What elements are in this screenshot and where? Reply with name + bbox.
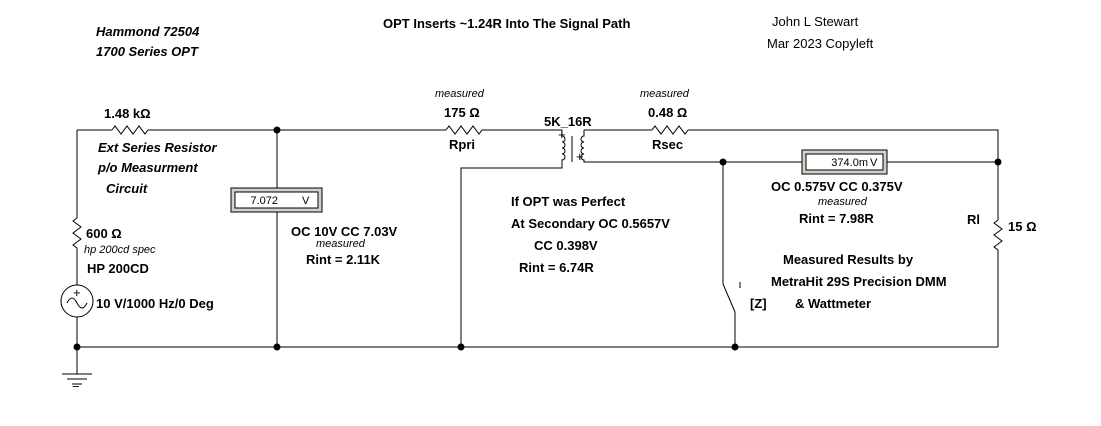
primary-oc-cc: OC 10V CC 7.03V (291, 224, 398, 239)
generator-name: HP 200CD (87, 261, 149, 276)
meter-secondary-unit: V (870, 157, 878, 169)
junction-dot (457, 343, 465, 351)
rsec-value: 0.48 Ω (648, 105, 687, 120)
secondary-oc-cc: OC 0.575V CC 0.375V (771, 179, 903, 194)
junction-dot (73, 343, 81, 351)
meter-primary-unit: V (302, 195, 310, 207)
rsec-note: measured (640, 88, 690, 100)
perfect-line-3: CC 0.398V (534, 238, 598, 253)
title-left-1: Hammond 72504 (96, 24, 200, 39)
rsec-name: Rsec (652, 137, 683, 152)
transformer-primary-coil (460, 135, 566, 347)
results-line-3: & Wattmeter (795, 296, 871, 311)
xfmr-name: 5K_16R (544, 114, 592, 129)
xfmr-secondary-plus: + (576, 149, 584, 164)
primary-measured: measured (316, 238, 366, 250)
results-line-2: MetraHit 29S Precision DMM (771, 274, 947, 289)
resistor-rl (993, 219, 1003, 347)
resistor-rsec (651, 125, 689, 135)
switch-label: [Z] (750, 296, 767, 311)
perfect-line-2: At Secondary OC 0.5657V (511, 216, 670, 231)
source-plus: + (73, 285, 81, 300)
author: John L Stewart (772, 14, 859, 29)
rpri-value: 175 Ω (444, 105, 480, 120)
rl-name: Rl (967, 212, 980, 227)
switch-blade (722, 283, 736, 313)
date: Mar 2023 Copyleft (767, 36, 874, 51)
resistor-600 (72, 217, 82, 285)
primary-rint: Rint = 2.11K (306, 252, 381, 267)
meter-secondary-reading: 374.0m (831, 157, 868, 169)
generator-value: 10 V/1000 Hz/0 Deg (96, 296, 214, 311)
meter-primary-reading: 7.072 (250, 195, 278, 207)
r-ext-note-3: Circuit (106, 181, 148, 196)
r-ext-note-2: p/o Measurment (97, 160, 198, 175)
r-ext-value: 1.48 kΩ (104, 106, 151, 121)
wire-rpri-xfmr (482, 129, 563, 136)
secondary-rint: Rint = 7.98R (799, 211, 874, 226)
r-src-value: 600 Ω (86, 226, 122, 241)
wire-rsec-right (688, 129, 999, 220)
voltmeter-secondary: 374.0m V (801, 149, 888, 175)
ac-source-wave (66, 297, 88, 309)
resistor-rpri (445, 125, 483, 135)
junction-dot (994, 158, 1002, 166)
title-left-2: 1700 Series OPT (96, 44, 199, 59)
junction-dot (273, 126, 281, 134)
xfmr-primary-plus: + (558, 127, 566, 142)
rl-value: 15 Ω (1008, 219, 1037, 234)
secondary-measured: measured (818, 196, 868, 208)
junction-dot (719, 158, 727, 166)
r-src-note: hp 200cd spec (84, 244, 156, 256)
rpri-name: Rpri (449, 137, 475, 152)
title-center: OPT Inserts ~1.24R Into The Signal Path (383, 16, 630, 31)
junction-dot (273, 343, 281, 351)
perfect-line-4: Rint = 6.74R (519, 260, 594, 275)
results-line-1: Measured Results by (783, 252, 914, 267)
perfect-line-1: If OPT was Perfect (511, 194, 626, 209)
voltmeter-primary: 7.072 V (230, 187, 323, 213)
r-ext-note-1: Ext Series Resistor (98, 140, 217, 155)
ground-symbol (62, 373, 92, 385)
resistor-r-ext (111, 125, 149, 135)
transformer-secondary-coil (580, 130, 998, 163)
rpri-note: measured (435, 88, 485, 100)
junction-dot (731, 343, 739, 351)
ground-dash: − (72, 379, 80, 394)
